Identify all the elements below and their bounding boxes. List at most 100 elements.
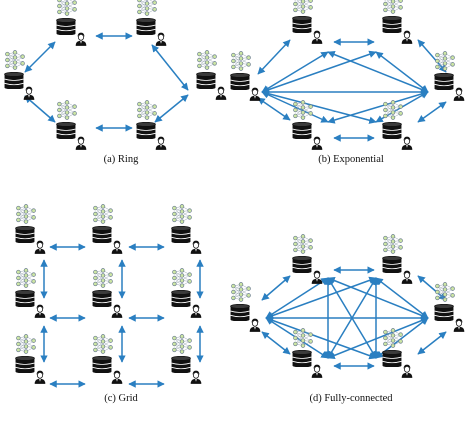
fully-connected-edge-10 <box>265 316 377 360</box>
fully-connected-edge-8 <box>265 276 377 320</box>
user-icon <box>311 136 323 150</box>
user-icon <box>311 364 323 378</box>
fully-connected-edge-5 <box>261 331 291 355</box>
database-icon <box>292 16 312 33</box>
caption-fully-connected: (d) Fully-connected <box>309 393 393 404</box>
database-icon <box>382 16 402 33</box>
neural-network-icon <box>93 334 113 354</box>
database-icon <box>196 72 216 89</box>
ring-client-0 <box>56 0 87 46</box>
fully-connected-edge-6 <box>417 331 447 355</box>
grid-client-3 <box>15 268 46 318</box>
fully-connected-client-1 <box>382 234 413 284</box>
grid-client-4 <box>92 268 123 318</box>
exponential-edge-13 <box>327 90 429 124</box>
exponential-edge-6 <box>417 101 447 123</box>
user-icon <box>311 270 323 284</box>
neural-network-icon <box>137 0 157 16</box>
user-icon <box>111 240 123 254</box>
neural-network-icon <box>231 282 251 302</box>
user-icon <box>34 304 46 318</box>
database-icon <box>171 290 191 307</box>
grid-client-7 <box>92 334 123 384</box>
grid-client-5 <box>171 268 202 318</box>
database-icon <box>292 122 312 139</box>
user-icon <box>111 370 123 384</box>
neural-network-icon <box>57 100 77 120</box>
neural-network-icon <box>172 204 192 224</box>
exponential-edge-3 <box>257 39 291 75</box>
database-icon <box>171 226 191 243</box>
database-icon <box>382 122 402 139</box>
database-icon <box>136 18 156 35</box>
grid-client-8 <box>171 334 202 384</box>
database-icon <box>15 290 35 307</box>
user-icon <box>34 370 46 384</box>
exponential-client-5 <box>382 100 413 150</box>
database-icon <box>434 304 454 321</box>
database-icon <box>4 72 24 89</box>
neural-network-icon <box>93 268 113 288</box>
database-icon <box>171 356 191 373</box>
user-icon <box>190 240 202 254</box>
caption-ring: (a) Ring <box>103 154 139 165</box>
database-icon <box>15 356 35 373</box>
database-icon <box>92 290 112 307</box>
ring-client-2 <box>4 50 35 100</box>
fully-connected-edge-11 <box>327 277 429 319</box>
caption-exponential: (b) Exponential <box>318 154 384 165</box>
database-icon <box>382 256 402 273</box>
neural-network-icon <box>93 204 113 224</box>
exponential-client-0 <box>292 0 323 44</box>
fully-connected-client-5 <box>382 328 413 378</box>
neural-network-icon <box>293 328 313 348</box>
grid-client-0 <box>15 204 46 254</box>
database-icon <box>230 304 250 321</box>
user-icon <box>190 304 202 318</box>
exponential-edge-11 <box>327 51 429 93</box>
user-icon <box>75 136 87 150</box>
fully-connected-client-3 <box>434 282 465 332</box>
neural-network-icon <box>16 334 36 354</box>
database-icon <box>56 18 76 35</box>
database-icon <box>56 122 76 139</box>
user-icon <box>401 30 413 44</box>
neural-network-icon <box>293 0 313 14</box>
database-icon <box>92 226 112 243</box>
user-icon <box>249 318 261 332</box>
exponential-edge-4 <box>417 39 447 73</box>
user-icon <box>311 30 323 44</box>
user-icon <box>155 136 167 150</box>
neural-network-icon <box>16 204 36 224</box>
fully-connected-edge-13 <box>327 317 429 359</box>
fully-connected-client-2 <box>230 282 261 332</box>
ring-edge-1 <box>24 41 56 73</box>
neural-network-icon <box>57 0 77 16</box>
fully-connected-edge-16 <box>327 277 377 359</box>
exponential-client-3 <box>434 51 465 101</box>
ring-client-1 <box>136 0 167 46</box>
neural-network-icon <box>435 282 455 302</box>
ring-client-5 <box>136 100 167 150</box>
database-icon <box>15 226 35 243</box>
neural-network-icon <box>172 334 192 354</box>
exponential-client-2 <box>230 51 261 101</box>
user-icon <box>23 86 35 100</box>
ring-client-4 <box>56 100 87 150</box>
grid-client-1 <box>92 204 123 254</box>
user-icon <box>190 370 202 384</box>
user-icon <box>453 87 465 101</box>
user-icon <box>155 32 167 46</box>
neural-network-icon <box>383 328 403 348</box>
fully-connected-client-4 <box>292 328 323 378</box>
user-icon <box>111 304 123 318</box>
database-icon <box>230 73 250 90</box>
exponential-client-1 <box>382 0 413 44</box>
database-icon <box>292 350 312 367</box>
neural-network-icon <box>293 234 313 254</box>
exponential-edge-5 <box>257 97 291 121</box>
caption-grid: (c) Grid <box>104 393 138 404</box>
fully-connected-edge-3 <box>261 275 291 301</box>
